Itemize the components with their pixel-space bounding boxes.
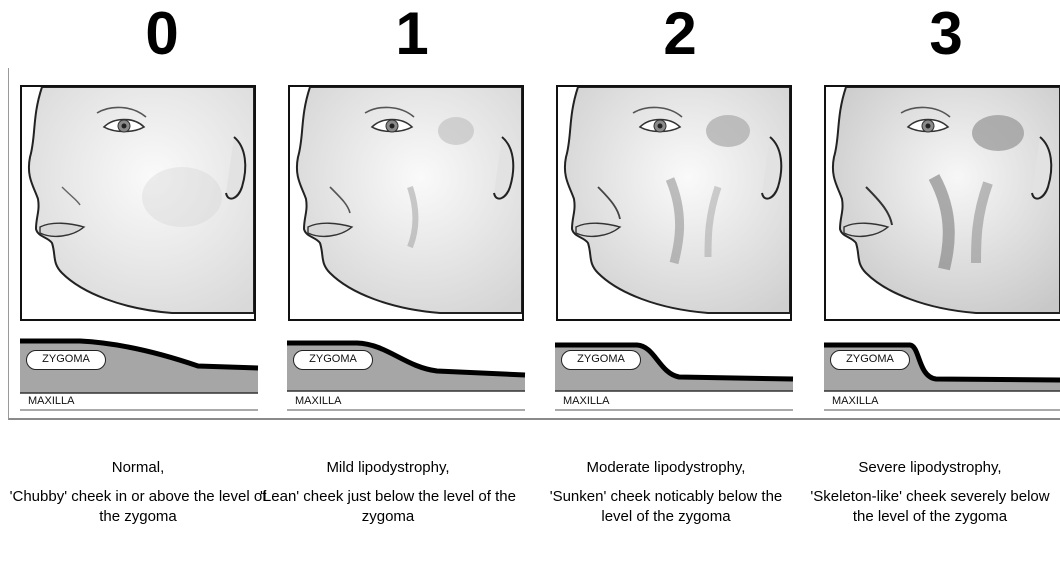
maxilla-label-2: MAXILLA <box>563 395 609 407</box>
zygoma-label-0: ZYGOMA <box>26 350 106 370</box>
caption-2-description: 'Sunken' cheek noticably below the level… <box>536 487 796 527</box>
zygoma-label-1: ZYGOMA <box>293 350 373 370</box>
caption-0: Normal, 'Chubby' cheek in or above the l… <box>8 458 268 527</box>
grade-3-label: 3 <box>826 2 1060 66</box>
cheek-profile-2: ZYGOMA MAXILLA <box>555 333 793 413</box>
grade-2-label: 2 <box>560 2 800 66</box>
caption-3-title: Severe lipodystrophy, <box>800 458 1060 478</box>
caption-1-title: Mild lipodystrophy, <box>258 458 518 478</box>
zygoma-label-3: ZYGOMA <box>830 350 910 370</box>
maxilla-label-3: MAXILLA <box>832 395 878 407</box>
caption-1: Mild lipodystrophy, 'Lean' cheek just be… <box>258 458 518 527</box>
face-3-illustration <box>824 85 1060 321</box>
face-illustration-icon <box>22 87 254 319</box>
caption-0-description: 'Chubby' cheek in or above the level of … <box>8 487 268 527</box>
caption-2: Moderate lipodystrophy, 'Sunken' cheek n… <box>536 458 796 527</box>
face-2-illustration <box>556 85 792 321</box>
caption-2-title: Moderate lipodystrophy, <box>536 458 796 478</box>
cheek-profile-1: ZYGOMA MAXILLA <box>287 333 525 413</box>
maxilla-label-1: MAXILLA <box>295 395 341 407</box>
face-0-illustration <box>20 85 256 321</box>
caption-0-title: Normal, <box>8 458 268 478</box>
zygoma-label-2: ZYGOMA <box>561 350 641 370</box>
caption-3: Severe lipodystrophy, 'Skeleton-like' ch… <box>800 458 1060 527</box>
cheek-profile-3: ZYGOMA MAXILLA <box>824 333 1060 413</box>
face-illustration-icon <box>290 87 522 319</box>
maxilla-label-0: MAXILLA <box>28 395 74 407</box>
face-illustration-icon <box>558 87 790 319</box>
face-1-illustration <box>288 85 524 321</box>
caption-3-description: 'Skeleton-like' cheek severely below the… <box>800 487 1060 527</box>
caption-1-description: 'Lean' cheek just below the level of the… <box>258 487 518 527</box>
cheek-profile-0: ZYGOMA MAXILLA <box>20 333 258 413</box>
grade-0-label: 0 <box>42 2 282 66</box>
grade-1-label: 1 <box>292 2 532 66</box>
face-illustration-icon <box>826 87 1060 319</box>
